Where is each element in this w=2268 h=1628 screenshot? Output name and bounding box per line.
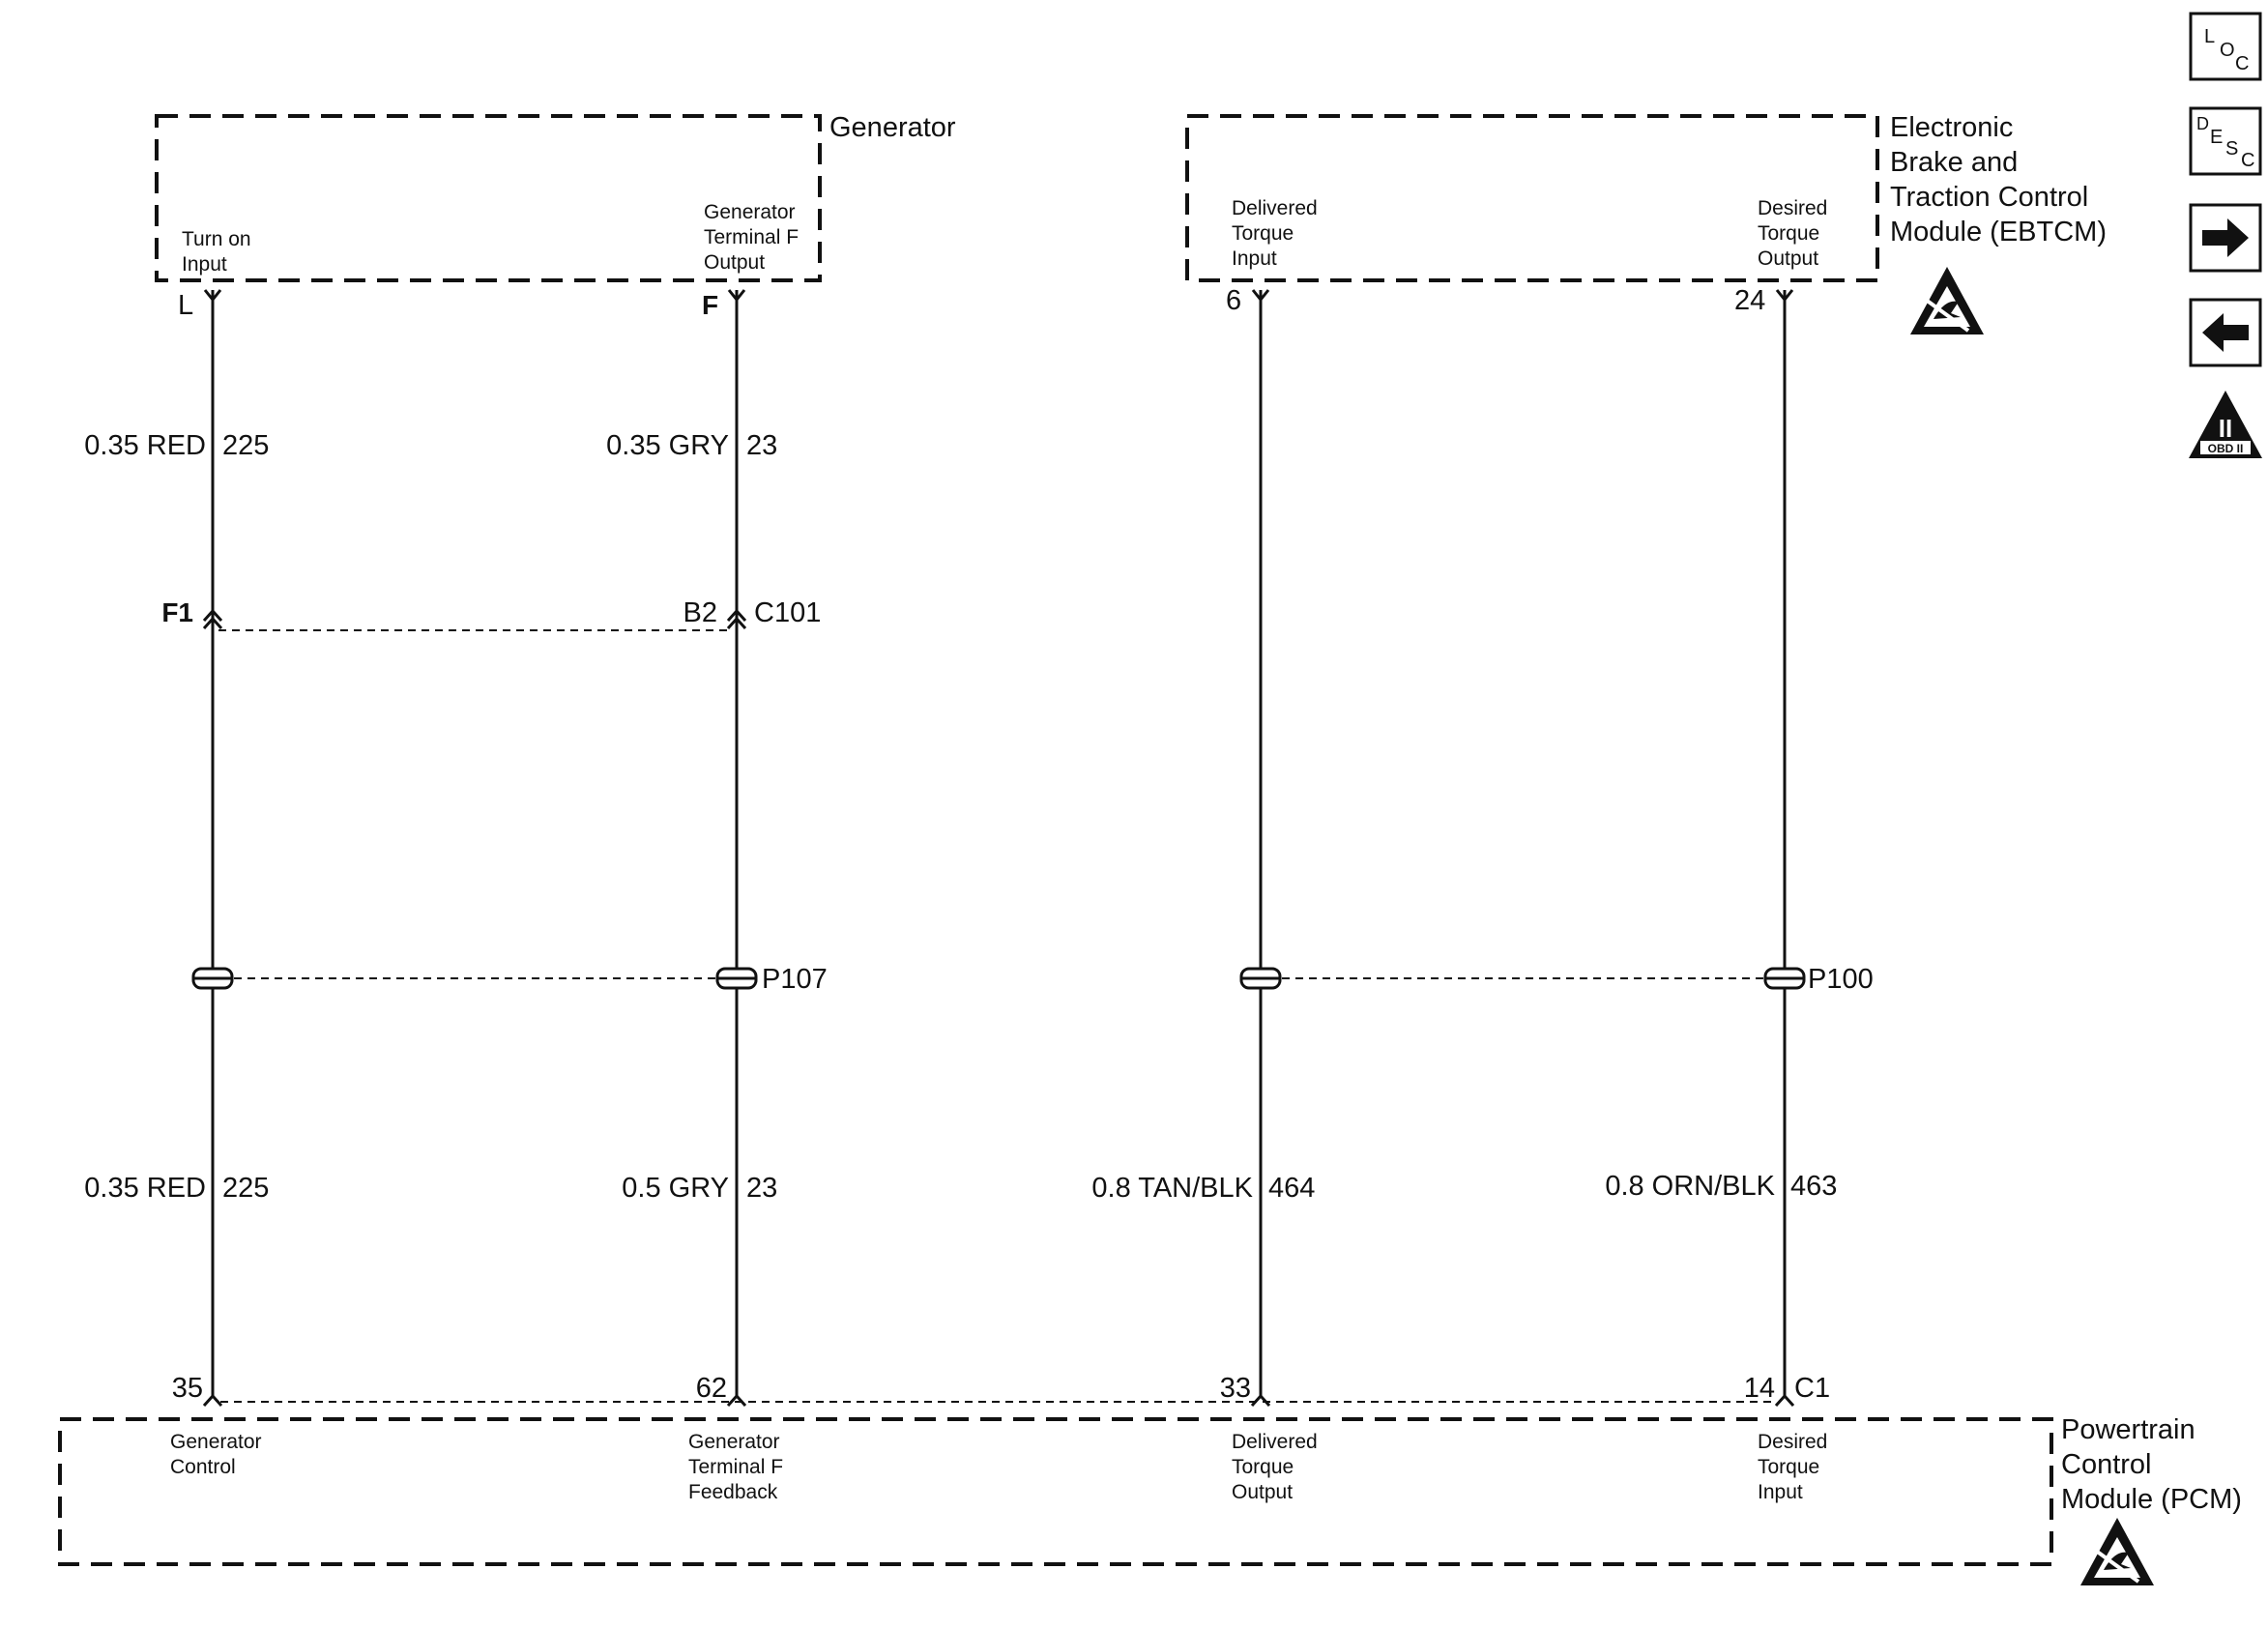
ebtcm-name-3: Traction Control xyxy=(1890,182,2088,213)
pcm-pin-label-desired-2: Torque xyxy=(1758,1456,1819,1478)
pcm-box xyxy=(58,1417,2053,1566)
connector-c101: F1 B2 C101 xyxy=(161,597,821,631)
ebtcm-pin-label-desired-2: Torque xyxy=(1758,222,1819,245)
pcm-connector-name: C1 xyxy=(1794,1373,1830,1404)
generator-pin-label-terminal-f-2: Terminal F xyxy=(704,226,799,248)
pcm-pin-label-gen-feedback-2: Terminal F xyxy=(688,1456,783,1478)
pass-through-p100: P100 xyxy=(1239,964,1874,995)
pcm-pin-label-desired-3: Input xyxy=(1758,1481,1803,1503)
desc-letter-c: C xyxy=(2241,150,2254,171)
p100-name: P100 xyxy=(1808,964,1874,995)
ebtcm-pin-label-delivered-3: Input xyxy=(1232,247,1277,270)
wire-225-lower-spec: 0.35 RED xyxy=(84,1173,206,1204)
wire-464-lower-circuit: 464 xyxy=(1268,1173,1315,1204)
loc-letter-c: C xyxy=(2235,53,2249,74)
ebtcm-pin-6: 6 xyxy=(1226,285,1241,316)
wire-23-upper-spec: 0.35 GRY xyxy=(606,430,729,461)
pcm-pin-label-desired-1: Desired xyxy=(1758,1431,1827,1453)
esd-warning-icon xyxy=(2080,1518,2154,1585)
c101-pin-f1: F1 xyxy=(161,597,193,627)
nav-buttons: L O C D E S C II xyxy=(2189,12,2262,458)
previous-page-button[interactable] xyxy=(2189,298,2262,367)
generator-pin-label-turn-on-1: Turn on xyxy=(182,228,251,250)
ebtcm-box xyxy=(1185,114,1879,282)
terminal-f-symbol xyxy=(727,289,746,303)
pcm-pin-label-delivered-3: Output xyxy=(1232,1481,1293,1503)
pcm-name-2: Control xyxy=(2061,1449,2152,1480)
upper-wire-labels: 0.35 RED 225 0.35 GRY 23 xyxy=(84,430,777,461)
desc-letter-d: D xyxy=(2196,114,2209,133)
description-button[interactable]: D E S C xyxy=(2189,106,2262,176)
loc-letter-l: L xyxy=(2204,26,2215,47)
wire-23-lower-circuit: 23 xyxy=(746,1173,777,1204)
ebtcm-pin-label-delivered-1: Delivered xyxy=(1232,197,1318,219)
pcm-pin-label-gen-control-1: Generator xyxy=(170,1431,262,1453)
wire-23-upper-circuit: 23 xyxy=(746,430,777,461)
esd-warning-icon xyxy=(1910,267,1984,334)
pcm-name-1: Powertrain xyxy=(2061,1414,2195,1445)
ebtcm-name-2: Brake and xyxy=(1890,147,2018,178)
desc-letter-s: S xyxy=(2225,138,2238,160)
ebtcm-component: Electronic Brake and Traction Control Mo… xyxy=(1185,112,2107,334)
terminal-6-symbol xyxy=(1251,289,1270,303)
p107-name: P107 xyxy=(762,964,828,995)
obd-ii-icon xyxy=(2189,391,2262,458)
pcm-pin-label-delivered-1: Delivered xyxy=(1232,1431,1318,1453)
lower-wire-labels: 0.35 RED 225 0.5 GRY 23 0.8 TAN/BLK 464 … xyxy=(84,1171,1837,1204)
terminal-24-symbol xyxy=(1775,289,1794,303)
wire-23-lower-spec: 0.5 GRY xyxy=(622,1173,729,1204)
next-page-button[interactable] xyxy=(2189,203,2262,273)
arrow-right-icon xyxy=(2202,218,2249,257)
pass-through-p107: P107 xyxy=(191,964,828,995)
ebtcm-name-4: Module (EBTCM) xyxy=(1890,217,2107,247)
generator-pin-label-terminal-f-1: Generator xyxy=(704,201,796,223)
generator-component: Generator Turn on Input Generator Termin… xyxy=(155,112,956,321)
wire-225-upper-spec: 0.35 RED xyxy=(84,430,206,461)
pcm-pin-62: 62 xyxy=(696,1373,727,1404)
wire-225-lower-circuit: 225 xyxy=(222,1173,269,1204)
pcm-pin-35: 35 xyxy=(172,1373,203,1404)
pcm-name-3: Module (PCM) xyxy=(2061,1484,2242,1515)
ebtcm-pin-label-desired-1: Desired xyxy=(1758,197,1827,219)
generator-name: Generator xyxy=(829,112,956,143)
ebtcm-name-1: Electronic xyxy=(1890,112,2013,143)
loc-letter-o: O xyxy=(2220,40,2235,61)
ebtcm-pin-24: 24 xyxy=(1734,285,1765,316)
wire-464-lower-spec: 0.8 TAN/BLK xyxy=(1091,1173,1253,1204)
obd-ii-button[interactable]: II OBD II xyxy=(2189,391,2262,458)
generator-pin-label-terminal-f-3: Output xyxy=(704,251,765,274)
ebtcm-pin-label-desired-3: Output xyxy=(1758,247,1818,270)
location-button[interactable]: L O C xyxy=(2189,12,2262,81)
pcm-pin-label-gen-feedback-1: Generator xyxy=(688,1431,780,1453)
pcm-pin-33: 33 xyxy=(1220,1373,1251,1404)
wire-225-upper-circuit: 225 xyxy=(222,430,269,461)
generator-pin-label-turn-on-2: Input xyxy=(182,253,227,276)
pcm-connector-c1: 35 62 33 14 C1 xyxy=(172,1373,1830,1408)
desc-letter-e: E xyxy=(2210,127,2223,148)
top-terminals xyxy=(203,289,1794,303)
terminal-l-symbol xyxy=(203,289,222,303)
wire-463-lower-spec: 0.8 ORN/BLK xyxy=(1605,1171,1775,1202)
c101-name: C101 xyxy=(754,597,821,628)
obd-ii-label: OBD II xyxy=(2208,442,2244,455)
c101-pin-b2: B2 xyxy=(683,597,717,628)
pcm-component: Powertrain Control Module (PCM) Generato… xyxy=(58,1414,2242,1585)
pcm-pin-14: 14 xyxy=(1744,1373,1775,1404)
wire-463-lower-circuit: 463 xyxy=(1790,1171,1837,1202)
ebtcm-pin-label-delivered-2: Torque xyxy=(1232,222,1294,245)
obd-ii-numeral: II xyxy=(2219,414,2232,443)
generator-pin-l: L xyxy=(178,290,193,321)
generator-pin-f: F xyxy=(702,290,718,320)
pcm-pin-label-gen-control-2: Control xyxy=(170,1456,236,1478)
pcm-pin-label-delivered-2: Torque xyxy=(1232,1456,1294,1478)
generator-box xyxy=(155,114,822,282)
arrow-left-icon xyxy=(2202,313,2249,352)
pcm-pin-label-gen-feedback-3: Feedback xyxy=(688,1481,778,1503)
wires xyxy=(211,290,1787,1398)
